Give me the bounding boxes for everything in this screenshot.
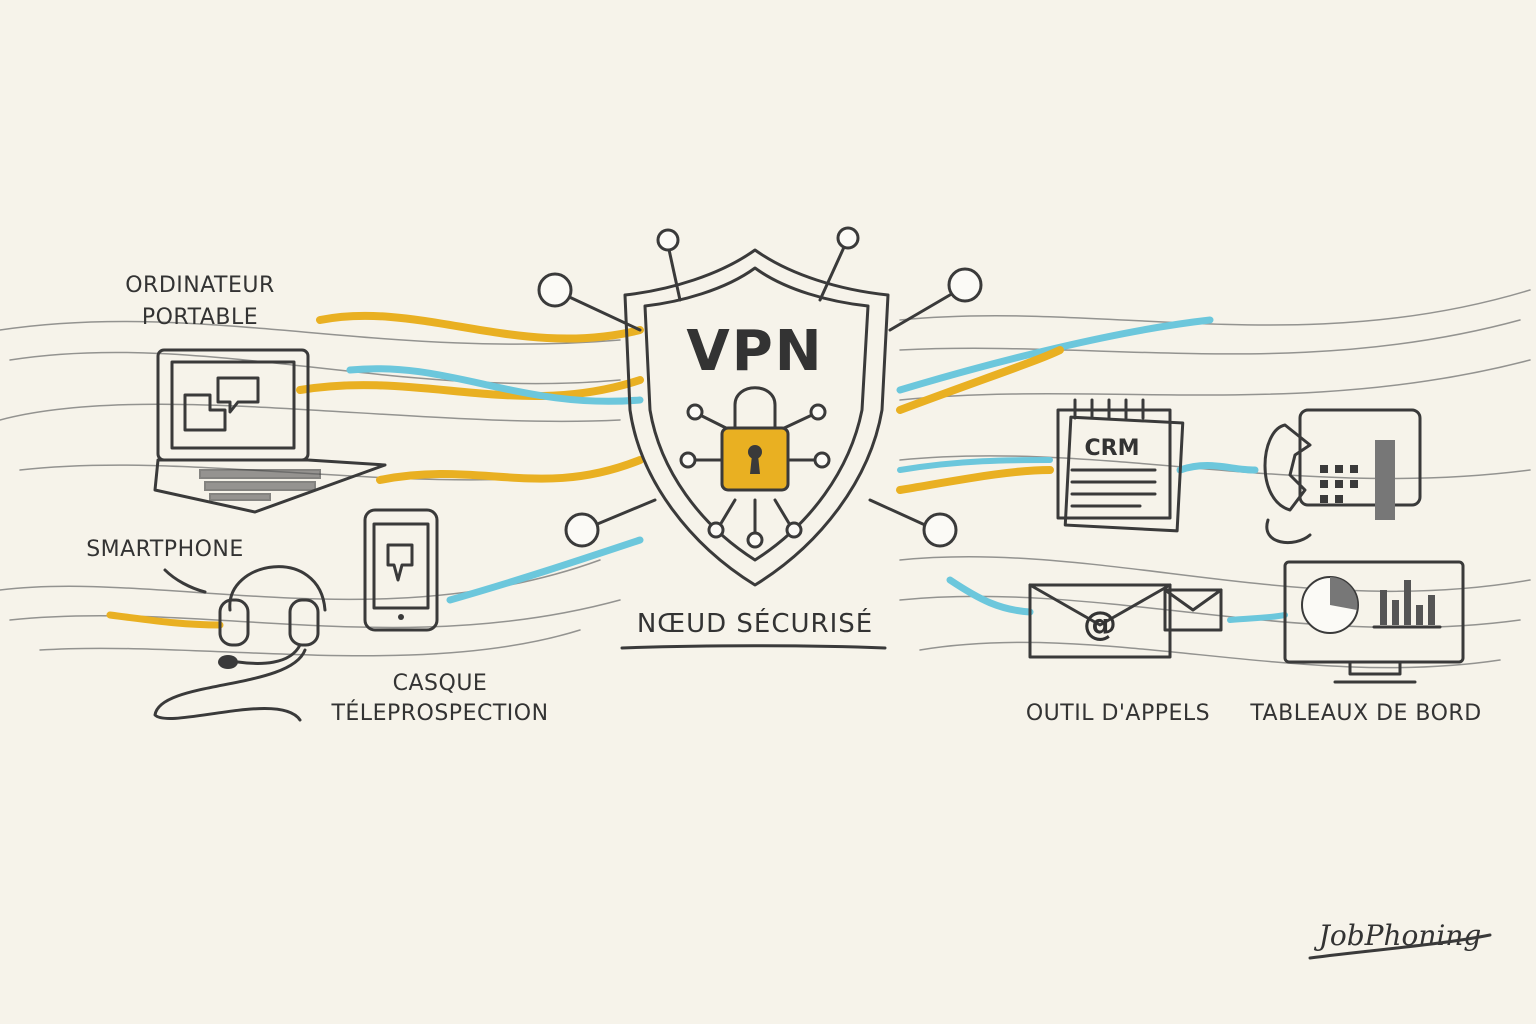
headset-label-line1: CASQUE <box>393 671 488 696</box>
email-icon: @ <box>1028 583 1223 659</box>
colored-flow-lines <box>106 311 1288 629</box>
headset-label-line2: TÉLEPROSPECTION <box>330 700 548 726</box>
dashboards-label: TABLEAUX DE BORD <box>1249 701 1481 726</box>
smartphone-label: SMARTPHONE <box>86 537 244 562</box>
notepad-icon: CRM <box>1056 398 1185 533</box>
desk-phone-icon <box>1263 408 1422 545</box>
calls-tool-label: OUTIL D'APPELS <box>1026 701 1210 726</box>
vpn-shield: VPN <box>537 226 983 587</box>
crm-label: CRM <box>1085 436 1140 461</box>
headset-icon <box>153 565 327 722</box>
laptop-label-line2: PORTABLE <box>142 305 258 330</box>
laptop-icon <box>153 348 387 514</box>
monitor-chart-icon <box>1283 560 1465 684</box>
smartphone-icon <box>363 508 439 632</box>
secure-node-caption: NŒUD SÉCURISÉ <box>637 607 873 639</box>
network-nodes <box>537 226 983 548</box>
vpn-label: VPN <box>686 319 823 384</box>
laptop-label-line1: ORDINATEUR <box>125 273 275 298</box>
padlock-icon <box>720 386 790 492</box>
svg-text:@: @ <box>1083 604 1117 644</box>
